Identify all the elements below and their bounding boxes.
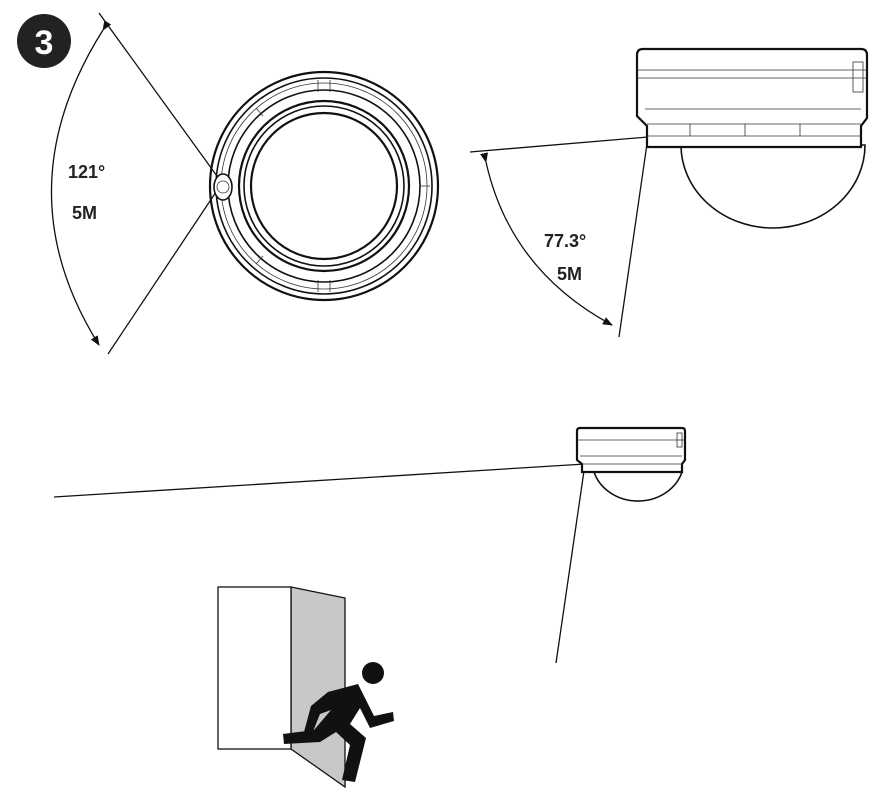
dome-camera-top-icon (208, 70, 440, 302)
side-view: 77.3° 5M (469, 47, 869, 338)
scene-fov-line-upper (53, 463, 586, 498)
vertical-angle-label: 77.3° (544, 231, 586, 251)
vertical-fov-line-upper (469, 136, 649, 153)
dome-camera-small-icon (575, 426, 687, 502)
dome-camera-side-icon (635, 47, 869, 229)
vertical-resolution-label: 5M (557, 264, 582, 284)
top-view: 121° 5M (50, 12, 440, 355)
horizontal-angle-label: 121° (68, 162, 105, 182)
step-badge: 3 (17, 14, 71, 68)
exit-door-icon (217, 586, 346, 789)
fov-boundary-line-upper (98, 12, 223, 184)
horizontal-resolution-label: 5M (72, 203, 97, 223)
installation-scene (53, 426, 687, 789)
running-person-icon (283, 662, 394, 782)
horizontal-angle-arc (50, 20, 112, 346)
scene-fov-line-lower (555, 463, 586, 664)
fov-boundary-line-lower (107, 182, 223, 355)
vertical-angle-arc (480, 152, 613, 326)
vertical-fov-line-lower (618, 136, 649, 338)
step-number: 3 (35, 24, 54, 62)
